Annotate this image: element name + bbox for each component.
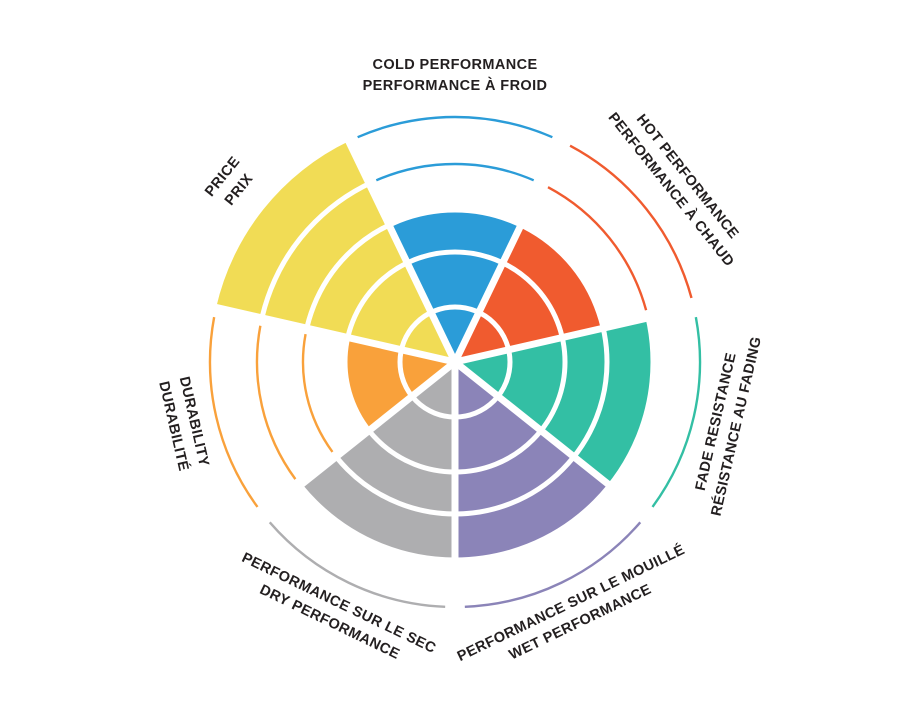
empty-ring-arc-durability-5: [208, 316, 259, 508]
sector-gap-line: [339, 128, 459, 364]
sector-durability: [345, 337, 455, 431]
sector-label-outer-cold-performance: COLD PERFORMANCE: [372, 57, 537, 73]
sector-gap-line: [452, 359, 659, 526]
empty-ring-arc-fade-resistance-5: [651, 316, 702, 508]
sector-label-cold-performance: COLD PERFORMANCE PERFORMANCE À FROID: [363, 57, 548, 94]
empty-ring-arc-hot-performance-4: [547, 186, 648, 311]
empty-ring-arc-cold-performance-5: [357, 115, 553, 139]
empty-ring-arc-hot-performance-5: [569, 144, 693, 299]
sector-fade-resistance: [455, 317, 654, 486]
sector-gap-line: [451, 128, 571, 364]
empty-ring-arc-wet-performance-5: [464, 521, 642, 608]
empty-ring-arc-dry-performance-5: [268, 521, 446, 608]
sector-label-inner-cold-performance: PERFORMANCE À FROID: [363, 77, 548, 94]
empty-ring-arc-cold-performance-4: [375, 162, 535, 182]
sector-gap-line: [251, 359, 458, 526]
empty-ring-arc-durability-3: [301, 333, 334, 453]
sector-gap-line: [202, 301, 456, 366]
sector-label-inner-wet-performance: PERFORMANCE SUR LE MOUILLÉ: [455, 541, 688, 665]
sector-gap-line: [454, 301, 708, 366]
sector-cold-performance: [389, 209, 521, 362]
sector-price: [216, 141, 455, 362]
empty-ring-arc-durability-4: [255, 325, 297, 480]
